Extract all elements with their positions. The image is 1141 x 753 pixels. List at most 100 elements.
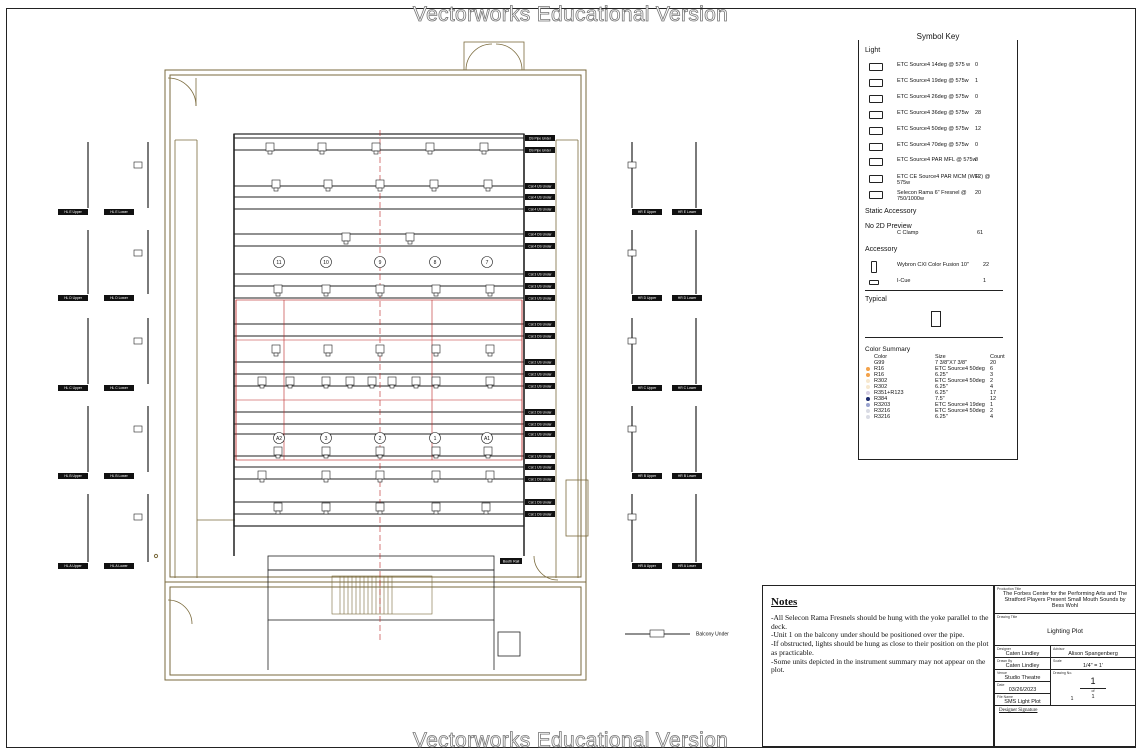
- svg-text:HR A Lower: HR A Lower: [678, 564, 697, 568]
- drawing-title: Lighting Plot: [1047, 628, 1083, 635]
- lighting-instrument[interactable]: [375, 344, 385, 357]
- static-row-c-clamp: C Clamp 61: [897, 230, 984, 236]
- svg-text:HR D Lower: HR D Lower: [678, 296, 697, 300]
- lighting-instrument[interactable]: [479, 142, 489, 155]
- svg-text:Cat 3 US Under: Cat 3 US Under: [528, 284, 552, 288]
- lighting-instrument[interactable]: [271, 179, 281, 192]
- lighting-instrument[interactable]: [273, 284, 283, 297]
- lighting-instrument[interactable]: [317, 142, 327, 155]
- typical-heading: Typical: [865, 296, 887, 303]
- accessory-row-icue: I-Cue 1: [865, 277, 1015, 291]
- note-item: -All Selecon Rama Fresnels should be hun…: [771, 613, 989, 631]
- electric-label: Cat 2 US Under: [525, 359, 555, 365]
- lighting-instrument[interactable]: [321, 284, 331, 297]
- boom-right-0: HR E Upper HR E Lower: [627, 142, 702, 215]
- lighting-instrument[interactable]: [431, 284, 441, 297]
- lighting-instrument[interactable]: [481, 502, 491, 515]
- building-walls: [164, 69, 587, 681]
- svg-text:Cat 4 US Under: Cat 4 US Under: [528, 184, 552, 188]
- svg-text:3: 3: [325, 436, 328, 442]
- lighting-instrument[interactable]: [323, 344, 333, 357]
- lighting-instrument[interactable]: [273, 502, 283, 515]
- lighting-instrument[interactable]: [431, 502, 441, 515]
- lighting-instrument[interactable]: [321, 502, 331, 515]
- lighting-instrument[interactable]: [485, 284, 495, 297]
- lighting-instrument[interactable]: [345, 376, 355, 389]
- lighting-instrument[interactable]: [405, 232, 415, 245]
- balcony-label: Balcony Under: [696, 632, 729, 638]
- lighting-instrument[interactable]: [371, 142, 381, 155]
- svg-text:HR B Upper: HR B Upper: [638, 474, 657, 478]
- lighting-instrument[interactable]: [257, 470, 267, 483]
- svg-text:Cat 3 DS Under: Cat 3 DS Under: [528, 322, 552, 326]
- booth-label: Booth Rail: [503, 560, 520, 564]
- svg-text:Cat 4 US Under: Cat 4 US Under: [528, 195, 552, 199]
- lighting-instrument[interactable]: [367, 376, 377, 389]
- lighting-instrument[interactable]: [375, 284, 385, 297]
- lighting-instrument[interactable]: [265, 142, 275, 155]
- svg-text:HR E Upper: HR E Upper: [638, 210, 657, 214]
- svg-text:HL C Lower: HL C Lower: [110, 386, 129, 390]
- lighting-instrument[interactable]: [485, 376, 495, 389]
- electric-label: Cat 1 US Under: [525, 431, 555, 437]
- electric-label: Cat 2 DS Under: [525, 421, 555, 427]
- lighting-instrument[interactable]: [375, 179, 385, 192]
- svg-text:A2: A2: [276, 436, 282, 442]
- svg-text:Cat 3 DS Under: Cat 3 DS Under: [528, 334, 552, 338]
- lighting-instrument[interactable]: [431, 470, 441, 483]
- circuit-circle: 9: [374, 256, 386, 268]
- lighting-instrument[interactable]: [375, 470, 385, 483]
- circuit-circle: 3: [320, 432, 332, 444]
- lighting-instrument[interactable]: [321, 446, 331, 459]
- lighting-instrument[interactable]: [483, 179, 493, 192]
- circuit-circle: A1: [481, 432, 493, 444]
- lighting-instrument[interactable]: [431, 376, 441, 389]
- lighting-instrument[interactable]: [485, 344, 495, 357]
- lighting-instrument[interactable]: [387, 376, 397, 389]
- svg-text:HR E Lower: HR E Lower: [678, 210, 697, 214]
- lighting-instrument[interactable]: [341, 232, 351, 245]
- lighting-instrument[interactable]: [375, 446, 385, 459]
- lighting-instrument[interactable]: [485, 470, 495, 483]
- side-corridors: [174, 139, 579, 578]
- svg-text:8: 8: [434, 260, 437, 266]
- advisor: Alison Spangenberg: [1068, 651, 1118, 657]
- lighting-instrument[interactable]: [483, 446, 493, 459]
- lighting-instrument[interactable]: [321, 376, 331, 389]
- svg-text:Cat 1 DS Under: Cat 1 DS Under: [528, 500, 552, 504]
- venue: Studio Theatre: [1004, 675, 1041, 681]
- notes-panel: Notes -All Selecon Rama Fresnels should …: [762, 585, 994, 747]
- lighting-instrument[interactable]: [429, 179, 439, 192]
- lighting-instrument[interactable]: [425, 142, 435, 155]
- lighting-instrument[interactable]: [375, 502, 385, 515]
- sheet-total: 1: [1091, 694, 1095, 700]
- lighting-instrument[interactable]: [431, 446, 441, 459]
- production-title: The Forbes Center for the Performing Art…: [1002, 591, 1128, 610]
- svg-text:1: 1: [434, 436, 437, 442]
- svg-text:Cat 1 DS Under: Cat 1 DS Under: [528, 512, 552, 516]
- lighting-instrument[interactable]: [321, 470, 331, 483]
- lighting-instrument[interactable]: [431, 344, 441, 357]
- lighting-instrument[interactable]: [411, 376, 421, 389]
- electric-label: Cat 3 US Under: [525, 295, 555, 301]
- lighting-instrument[interactable]: [323, 179, 333, 192]
- lighting-instrument[interactable]: [257, 376, 267, 389]
- svg-text:DS Pipe Under: DS Pipe Under: [529, 136, 552, 140]
- electric-label: Cat 4 US Under: [525, 194, 555, 200]
- lighting-instrument[interactable]: [271, 344, 281, 357]
- lighting-instrument[interactable]: [273, 446, 283, 459]
- lighting-instrument[interactable]: [285, 376, 295, 389]
- electric-label: DS Pipe Under: [525, 147, 555, 153]
- note-item: -Unit 1 on the balcony under should be p…: [771, 630, 965, 640]
